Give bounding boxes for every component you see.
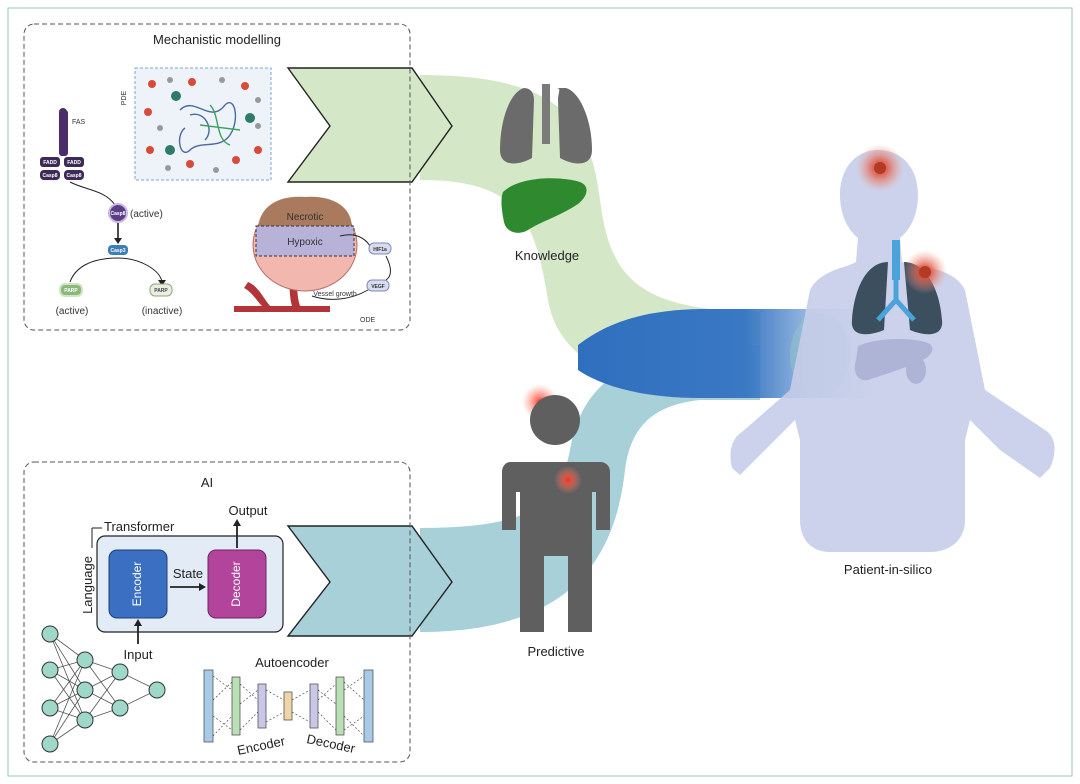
casp3-node [108,245,128,255]
autoencoder-label: Autoencoder [255,655,329,670]
molecule-particles [144,77,262,173]
person-head [530,395,580,445]
language-label: Language [80,556,95,614]
casp8-right-label: Casp8 [66,173,81,179]
decoder-label: Decoder [229,561,243,606]
person-body [502,462,610,632]
parp-inactive-node [149,283,173,297]
chest-hotspot [554,466,582,494]
patient-label: Patient-in-silico [844,562,932,577]
casp8-active-state: (active) [130,209,163,220]
protein-structure [178,102,241,153]
hif-label: HIF1a [373,247,387,253]
pde-label: PDE [121,90,128,105]
parp-inactive-state: (inactive) [142,306,183,317]
fadd-right-label: FADD [67,160,81,166]
mechanistic-title: Mechanistic modelling [153,32,281,47]
hypoxic-band [255,225,355,257]
encoder-block [108,549,168,619]
hif-node [368,242,392,255]
knowledge-chevron [286,67,453,183]
transformer-diagram: Transformer Language Encoder Decoder Sta… [80,503,284,662]
fadd-left-label: FADD [43,160,57,166]
neural-network [41,625,166,753]
transformer-label: Transformer [104,519,175,534]
tumor-ode-model: Necrotic Hypoxic HIF1a VEGF Vessel growt… [234,196,392,324]
trachea [892,240,900,280]
hypoxic-label: Hypoxic [287,237,323,248]
necrotic-core [258,196,352,228]
casp8-active-node [108,203,128,223]
ai-panel [23,461,411,763]
ode-label: ODE [360,317,376,324]
pde-panel: PDE [121,67,272,181]
patient-silhouette: Patient-in-silico [730,144,1055,577]
knowledge-label: Knowledge [515,248,579,263]
decoder-block [207,549,267,619]
patient-liver [854,339,933,381]
parp-inactive-label: PARP [154,288,168,294]
parp-active-label: PARP [64,288,78,294]
fadd-left [40,157,60,167]
casp8-active-label: Casp8 [110,211,125,217]
vessel-growth-label: Vessel growth [313,291,357,298]
casp8-left-label: Casp8 [42,173,57,179]
casp3-label: Casp3 [110,248,125,254]
figure-frame [7,7,1073,777]
casp8-right [64,170,84,180]
liver-icon [501,178,587,233]
state-label: State [173,566,203,581]
mechanistic-panel [23,23,411,331]
encoder-label: Encoder [130,562,144,607]
ae-encoder-label: Encoder [236,733,287,758]
ae-decoder-label: Decoder [305,731,357,756]
parp-active-state: (active) [56,306,89,317]
knowledge-organs: Knowledge [500,84,592,263]
vegf-node [366,279,390,292]
fadd-right [64,157,84,167]
predictive-person: Predictive [502,384,610,659]
fas-pathway: FAS FADD FADD Casp8 Casp8 Casp8 (active)… [40,108,182,317]
predictive-label: Predictive [527,644,584,659]
lungs-icon [500,88,592,164]
parp-active-node [59,283,83,297]
autoencoder-diagram: Autoencoder Encoder Decoder [203,655,374,758]
ai-title: AI [201,475,213,490]
vegf-label: VEGF [371,284,385,290]
fas-label: FAS [72,119,86,126]
predictive-chevron [286,525,453,637]
casp8-left [40,170,60,180]
necrotic-label: Necrotic [287,212,324,223]
output-label: Output [228,503,267,518]
input-label: Input [124,647,153,662]
blood-vessel [234,270,330,312]
